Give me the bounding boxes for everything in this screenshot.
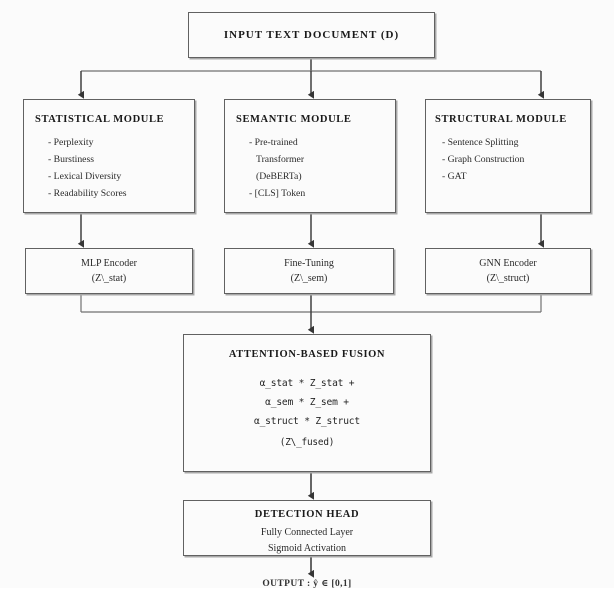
statistical-module-box: STATISTICAL MODULE - Perplexity - Bursti… xyxy=(23,99,195,213)
mlp-encoder-box: MLP Encoder (Z\_stat) xyxy=(25,248,193,294)
structural-module-box: STRUCTURAL MODULE - Sentence Splitting -… xyxy=(425,99,591,213)
fusion-formula-stat: α_stat * Z_stat + xyxy=(259,378,355,389)
detection-head-title: DETECTION HEAD xyxy=(254,509,360,520)
fine-tuning-name: Fine-Tuning xyxy=(284,258,334,269)
statistical-module-title: STATISTICAL MODULE xyxy=(35,114,165,125)
semantic-module-item: (DeBERTa) xyxy=(256,171,302,182)
semantic-module-box: SEMANTIC MODULE - Pre-trained Transforme… xyxy=(224,99,396,213)
attention-fusion-title: ATTENTION-BASED FUSION xyxy=(228,349,386,360)
statistical-module-item: - Readability Scores xyxy=(48,188,127,199)
fine-tuning-output: (Z\_sem) xyxy=(290,273,328,284)
detection-head-line: Fully Connected Layer xyxy=(260,527,354,538)
structural-module-item: - GAT xyxy=(442,171,467,182)
semantic-module-title: SEMANTIC MODULE xyxy=(236,114,352,125)
gnn-encoder-output: (Z\_struct) xyxy=(486,273,530,284)
detection-head-line: Sigmoid Activation xyxy=(267,543,347,554)
structural-module-title: STRUCTURAL MODULE xyxy=(435,114,567,125)
fine-tuning-box: Fine-Tuning (Z\_sem) xyxy=(224,248,394,294)
output-label: OUTPUT : ŷ ∈ [0,1] xyxy=(262,579,352,589)
semantic-module-item: - Pre-trained xyxy=(249,137,298,148)
statistical-module-item: - Lexical Diversity xyxy=(48,171,122,182)
statistical-module-item: - Burstiness xyxy=(48,154,95,165)
input-document-label: INPUT TEXT DOCUMENT (D) xyxy=(223,29,400,41)
mlp-encoder-output: (Z\_stat) xyxy=(91,273,127,284)
input-document-box: INPUT TEXT DOCUMENT (D) xyxy=(188,12,435,58)
fusion-formula-sem: α_sem * Z_sem + xyxy=(265,397,349,408)
attention-fusion-box: ATTENTION-BASED FUSION α_stat * Z_stat +… xyxy=(183,334,431,472)
gnn-encoder-name: GNN Encoder xyxy=(479,258,537,269)
structural-module-item: - Sentence Splitting xyxy=(442,137,519,148)
fusion-result-label: (Z\_fused) xyxy=(279,437,335,448)
semantic-module-item: Transformer xyxy=(256,154,305,165)
statistical-module-item: - Perplexity xyxy=(48,137,94,148)
mlp-encoder-name: MLP Encoder xyxy=(80,258,137,269)
fusion-formula-struct: α_struct * Z_struct xyxy=(254,416,360,427)
detection-head-box: DETECTION HEAD Fully Connected Layer Sig… xyxy=(183,500,431,556)
gnn-encoder-box: GNN Encoder (Z\_struct) xyxy=(425,248,591,294)
semantic-module-item: - [CLS] Token xyxy=(249,188,306,199)
structural-module-item: - Graph Construction xyxy=(442,154,525,165)
